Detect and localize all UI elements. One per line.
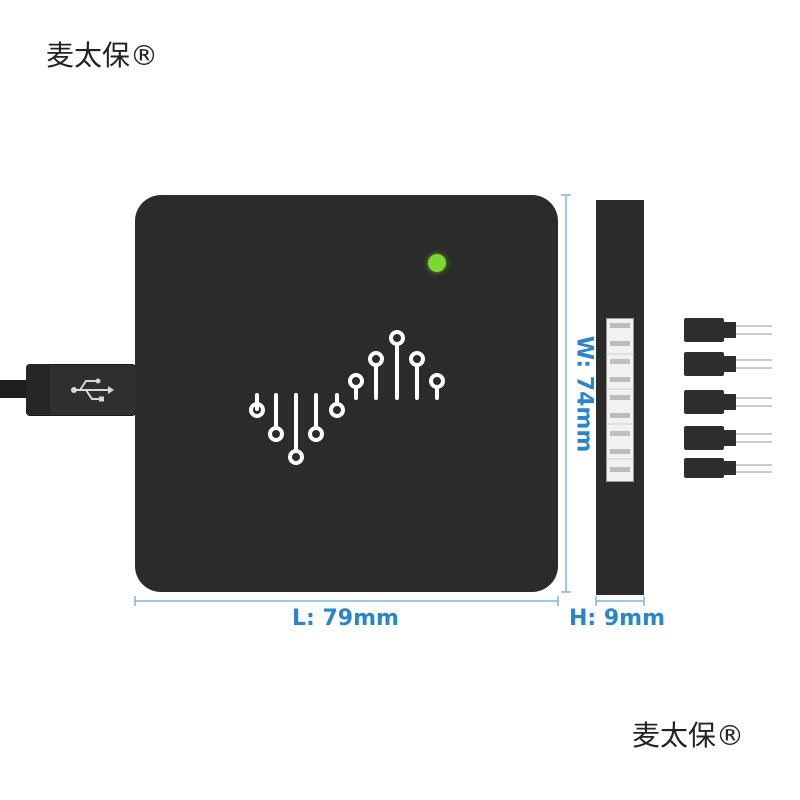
height-dimension-label: H: 9mm xyxy=(569,606,666,631)
pin-header-grid-icon xyxy=(607,323,633,472)
width-dimension-label: W: 74mm xyxy=(571,335,597,453)
brand-watermark-top: 麦太保® xyxy=(46,39,159,72)
status-led-icon xyxy=(428,254,446,272)
pin-header-connector xyxy=(606,318,634,482)
brand-watermark-bottom: 麦太保® xyxy=(632,719,745,752)
probe-wire-connectors-icon xyxy=(684,318,772,478)
usb-icon xyxy=(71,378,114,402)
usb-cable xyxy=(0,380,30,398)
signal-waveform-logo-icon xyxy=(249,330,445,465)
usb-plug-bevel xyxy=(26,364,50,414)
length-dimension-label: L: 79mm xyxy=(292,606,399,631)
device-front-view xyxy=(135,195,558,592)
